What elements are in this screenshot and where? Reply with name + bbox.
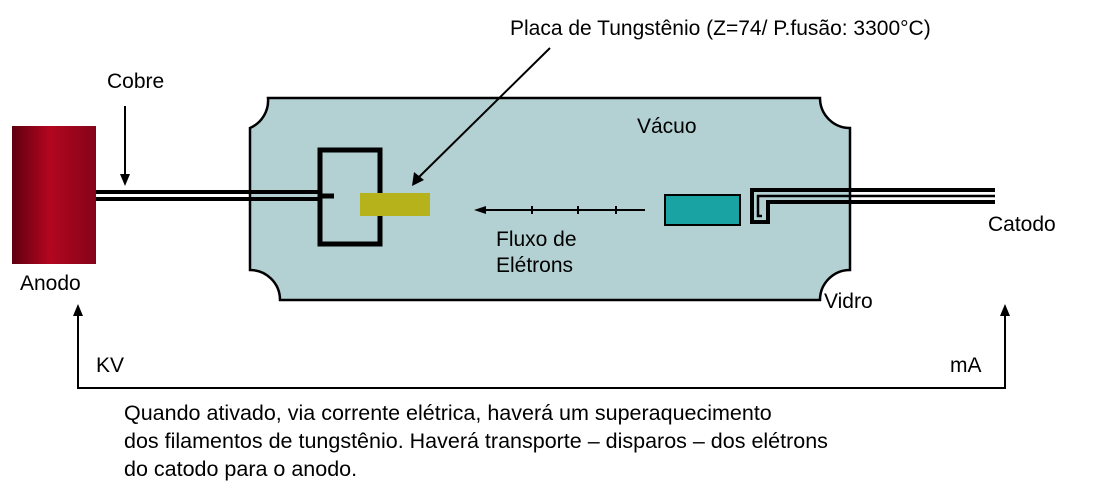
circuit-arrowhead-left [73, 304, 83, 316]
tungsten-plate [360, 193, 430, 216]
tungsten-plate-label: Placa de Tungstênio (Z=74/ P.fusão: 3300… [510, 17, 931, 40]
cathode-lead-inner [756, 194, 995, 218]
cathode-label: Catodo [988, 213, 1056, 236]
circuit-arrowhead-right [1000, 304, 1010, 316]
glass-tube-body [248, 96, 852, 302]
cathode-filament [664, 194, 741, 226]
electron-flow-label-2: Elétrons [496, 254, 573, 277]
electron-flow-arrowhead [474, 206, 486, 214]
anode-block [12, 126, 96, 264]
caption-line-1: Quando ativado, via corrente elétrica, h… [124, 401, 772, 425]
anode-cup [317, 147, 383, 247]
cathode-lead-outer [750, 188, 995, 224]
kv-label: KV [96, 354, 124, 377]
tungsten-pointer-line [417, 47, 551, 179]
glass-label: Vidro [824, 290, 873, 313]
caption-line-3: do catodo para o anodo. [124, 457, 357, 481]
ma-label: mA [950, 354, 982, 377]
vacuum-label: Vácuo [637, 115, 697, 138]
circuit-line [77, 312, 1006, 389]
tungsten-pointer-arrowhead [412, 172, 424, 186]
caption-line-2: dos filamentos de tungstênio. Haverá tra… [124, 429, 828, 453]
copper-label: Cobre [107, 70, 164, 93]
anode-label: Anodo [20, 272, 81, 295]
copper-pointer-arrowhead [120, 174, 130, 186]
electron-flow-label-1: Fluxo de [496, 228, 577, 251]
